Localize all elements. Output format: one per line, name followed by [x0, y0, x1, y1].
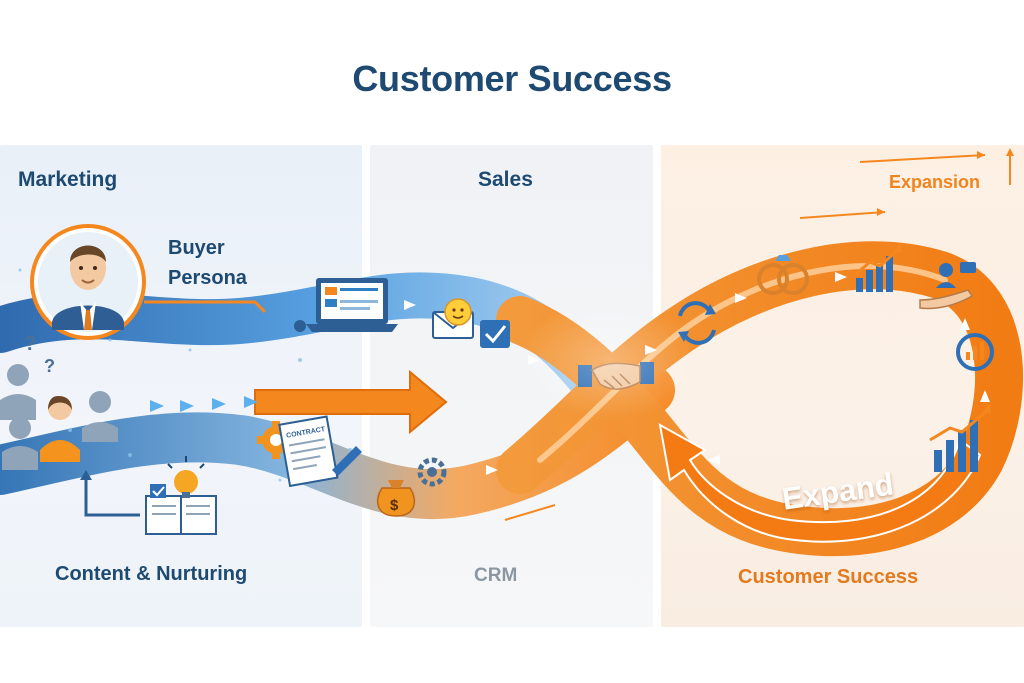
- section-label-marketing: Marketing: [18, 168, 118, 191]
- crm-label: CRM: [474, 565, 518, 586]
- buyer-persona-line2: Persona: [168, 267, 247, 289]
- checkbox-icon: [480, 320, 510, 348]
- nurture-return-arrow: [84, 478, 140, 517]
- section-label-expansion: Expansion: [889, 172, 981, 192]
- buyer-persona-avatar: [30, 224, 146, 340]
- expand-curved-arrow: [658, 423, 982, 543]
- section-label-sales: Sales: [478, 168, 533, 191]
- growth-chart-icon: [855, 244, 902, 292]
- laptop-dashboard-icon: [294, 278, 398, 332]
- svg-text:?: ?: [24, 333, 36, 355]
- email-smiley-icon: [432, 298, 474, 339]
- flow-chevrons-blue: [150, 396, 258, 412]
- buyer-persona-line1: Buyer: [168, 237, 225, 259]
- prospect-people-group: ? ?: [0, 333, 118, 470]
- svg-text:$: $: [390, 497, 399, 514]
- page-title: Customer Success: [352, 58, 672, 99]
- refresh-chart-icon: [956, 333, 994, 371]
- customer-support-hand-icon: [919, 262, 976, 310]
- pen-icon: [332, 446, 362, 476]
- rings-icon: [757, 263, 809, 295]
- persona-underline: [144, 300, 267, 314]
- svg-text:?: ?: [44, 356, 55, 376]
- cog-small-icon: [417, 457, 447, 487]
- customer-success-label: Customer Success: [738, 566, 919, 588]
- contract-document-icon: CONTRACT: [278, 415, 339, 488]
- buyer-persona-label: Buyer Persona: [168, 233, 247, 293]
- marketing-panel: [0, 145, 362, 627]
- sales-big-arrow: [254, 369, 448, 435]
- content-nurturing-label: Content & Nurturing: [55, 563, 248, 585]
- money-bag-icon: $: [376, 480, 416, 517]
- bar-chart-up-icon: [929, 404, 991, 472]
- lightbulb-book-icon: [145, 456, 217, 535]
